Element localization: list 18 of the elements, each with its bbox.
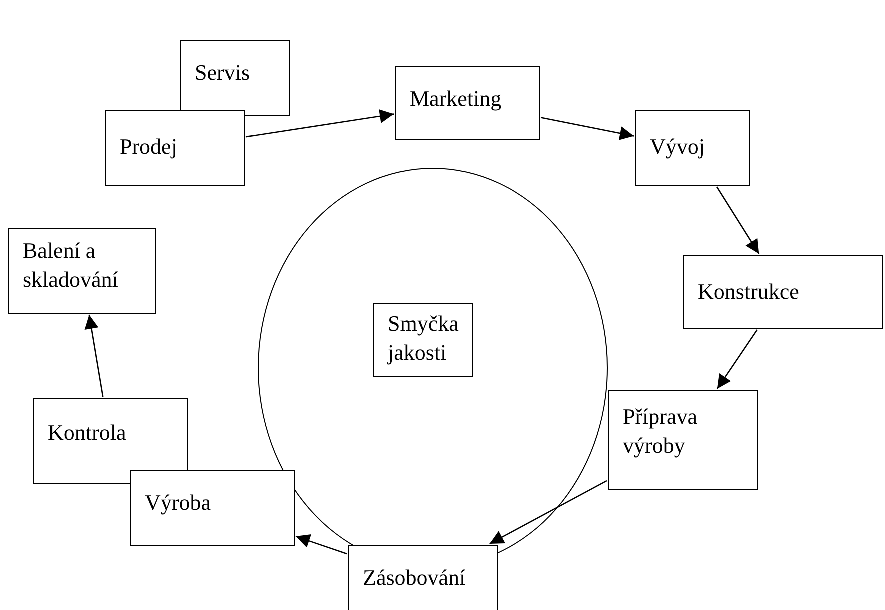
arrow (716, 330, 758, 390)
process-box: Servis (180, 40, 290, 116)
arrow (84, 314, 104, 398)
arrow (540, 117, 634, 140)
process-box: Marketing (395, 66, 540, 140)
process-box: Výroba (130, 470, 295, 546)
process-box: Balení a skladování (8, 228, 156, 314)
process-box: Smyčka jakosti (373, 303, 473, 377)
arrow (296, 534, 348, 555)
process-box: Vývoj (635, 110, 750, 186)
arrow (246, 110, 394, 138)
process-box: Příprava výroby (608, 390, 758, 490)
process-box: Zásobování (348, 545, 498, 610)
process-box: Prodej (105, 110, 245, 186)
process-box: Konstrukce (683, 255, 883, 329)
process-box: Kontrola (33, 398, 188, 484)
arrow (716, 186, 760, 254)
arrow (490, 480, 608, 545)
